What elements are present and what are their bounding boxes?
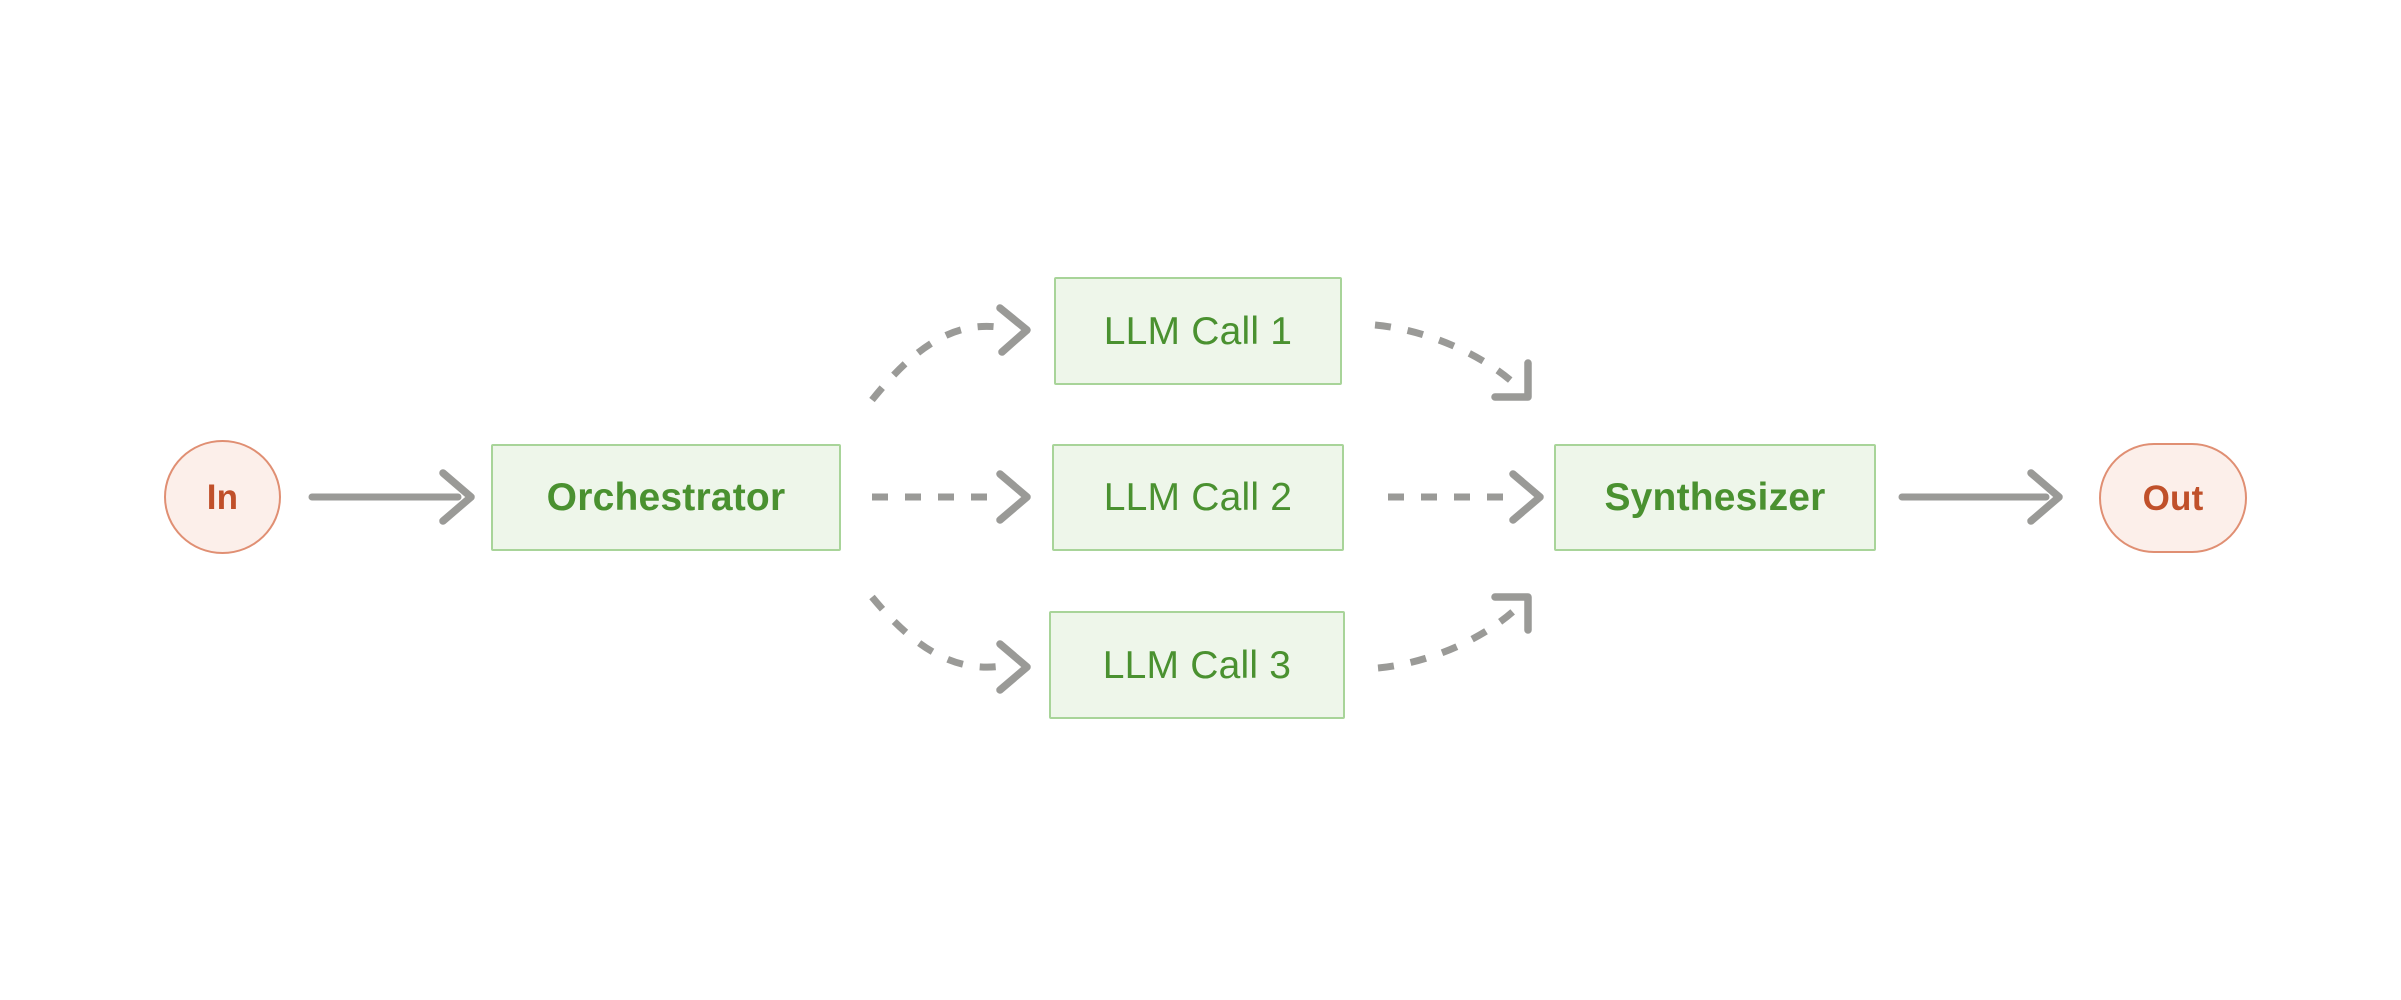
node-in[interactable]: In [164,440,281,554]
node-llm-call-3[interactable]: LLM Call 3 [1049,611,1345,719]
edge-llm1-to-synthesizer [1374,321,1532,401]
node-orchestrator[interactable]: Orchestrator [491,444,841,551]
node-llm-call-3-label: LLM Call 3 [1102,643,1292,687]
node-out[interactable]: Out [2099,443,2247,553]
node-in-label: In [206,477,239,517]
node-llm-call-1-label: LLM Call 1 [1103,309,1293,353]
edge-llm3-to-synthesizer [1377,593,1532,672]
node-llm-call-2[interactable]: LLM Call 2 [1052,444,1344,551]
edge-in-to-orchestrator [308,469,475,525]
node-orchestrator-label: Orchestrator [546,476,786,519]
edge-orchestrator-to-llm1 [869,304,1031,403]
node-llm-call-2-label: LLM Call 2 [1103,476,1293,519]
edge-llm2-to-synthesizer [1388,470,1544,524]
edge-synthesizer-to-out [1898,469,2063,525]
edge-orchestrator-to-llm3 [869,594,1031,694]
node-synthesizer-label: Synthesizer [1604,476,1826,519]
node-synthesizer[interactable]: Synthesizer [1554,444,1876,551]
node-out-label: Out [2142,478,2204,518]
node-llm-call-1[interactable]: LLM Call 1 [1054,277,1342,385]
edge-orchestrator-to-llm2 [872,470,1031,524]
